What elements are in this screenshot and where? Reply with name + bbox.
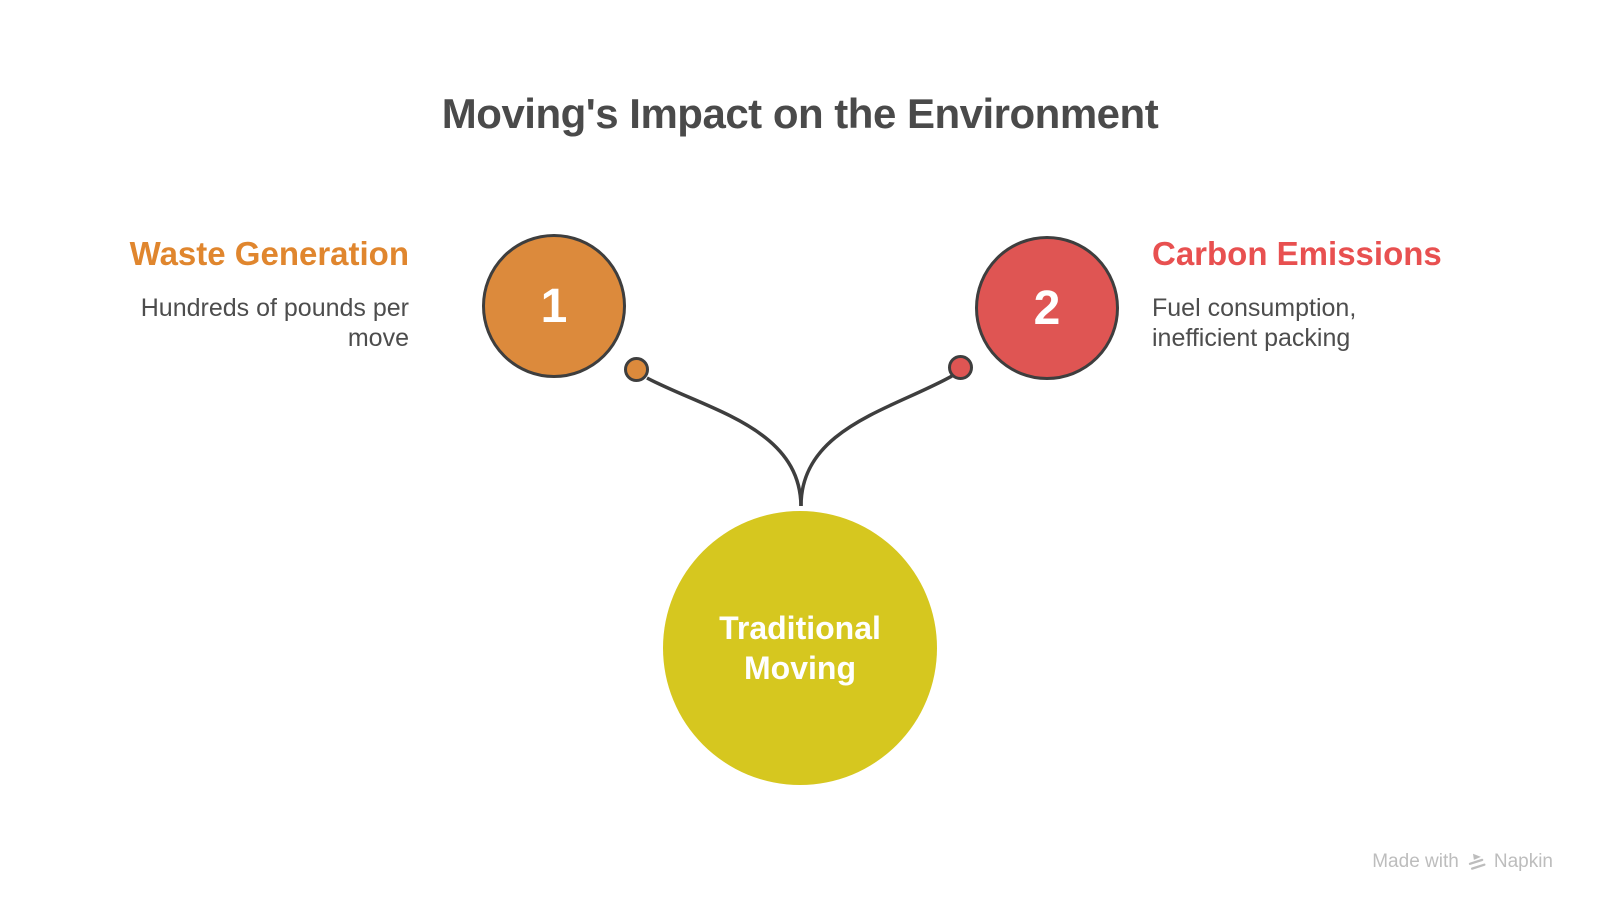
- node-2-link-dot: [948, 355, 973, 380]
- node-2-label-block: Carbon Emissions Fuel consumption, ineff…: [1152, 235, 1444, 353]
- node-1-label-block: Waste Generation Hundreds of pounds per …: [117, 235, 409, 353]
- node-1-description: Hundreds of pounds per move: [140, 294, 409, 352]
- node-2-description: Fuel consumption, inefficient packing: [1152, 294, 1357, 352]
- node-1-circle: 1: [482, 234, 626, 378]
- made-with-napkin-watermark: Made with Napkin: [1372, 851, 1553, 873]
- connector-line-left: [646, 376, 803, 507]
- node-2-circle: 2: [975, 236, 1119, 380]
- napkin-logo-icon: [1468, 853, 1486, 870]
- brand-text: Napkin: [1493, 851, 1553, 872]
- made-with-text: Made with: [1372, 851, 1459, 872]
- center-node-label: Traditional Moving: [719, 610, 881, 686]
- node-1-link-dot: [624, 357, 649, 382]
- center-node-circle: Traditional Moving: [663, 511, 937, 785]
- node-1-title: Waste Generation: [129, 235, 409, 272]
- node-2-title: Carbon Emissions: [1152, 235, 1442, 272]
- connector-line-right: [799, 374, 953, 507]
- page-title: Moving's Impact on the Environment: [441, 90, 1159, 137]
- node-2-number: 2: [1033, 281, 1061, 335]
- node-1-number: 1: [540, 279, 568, 333]
